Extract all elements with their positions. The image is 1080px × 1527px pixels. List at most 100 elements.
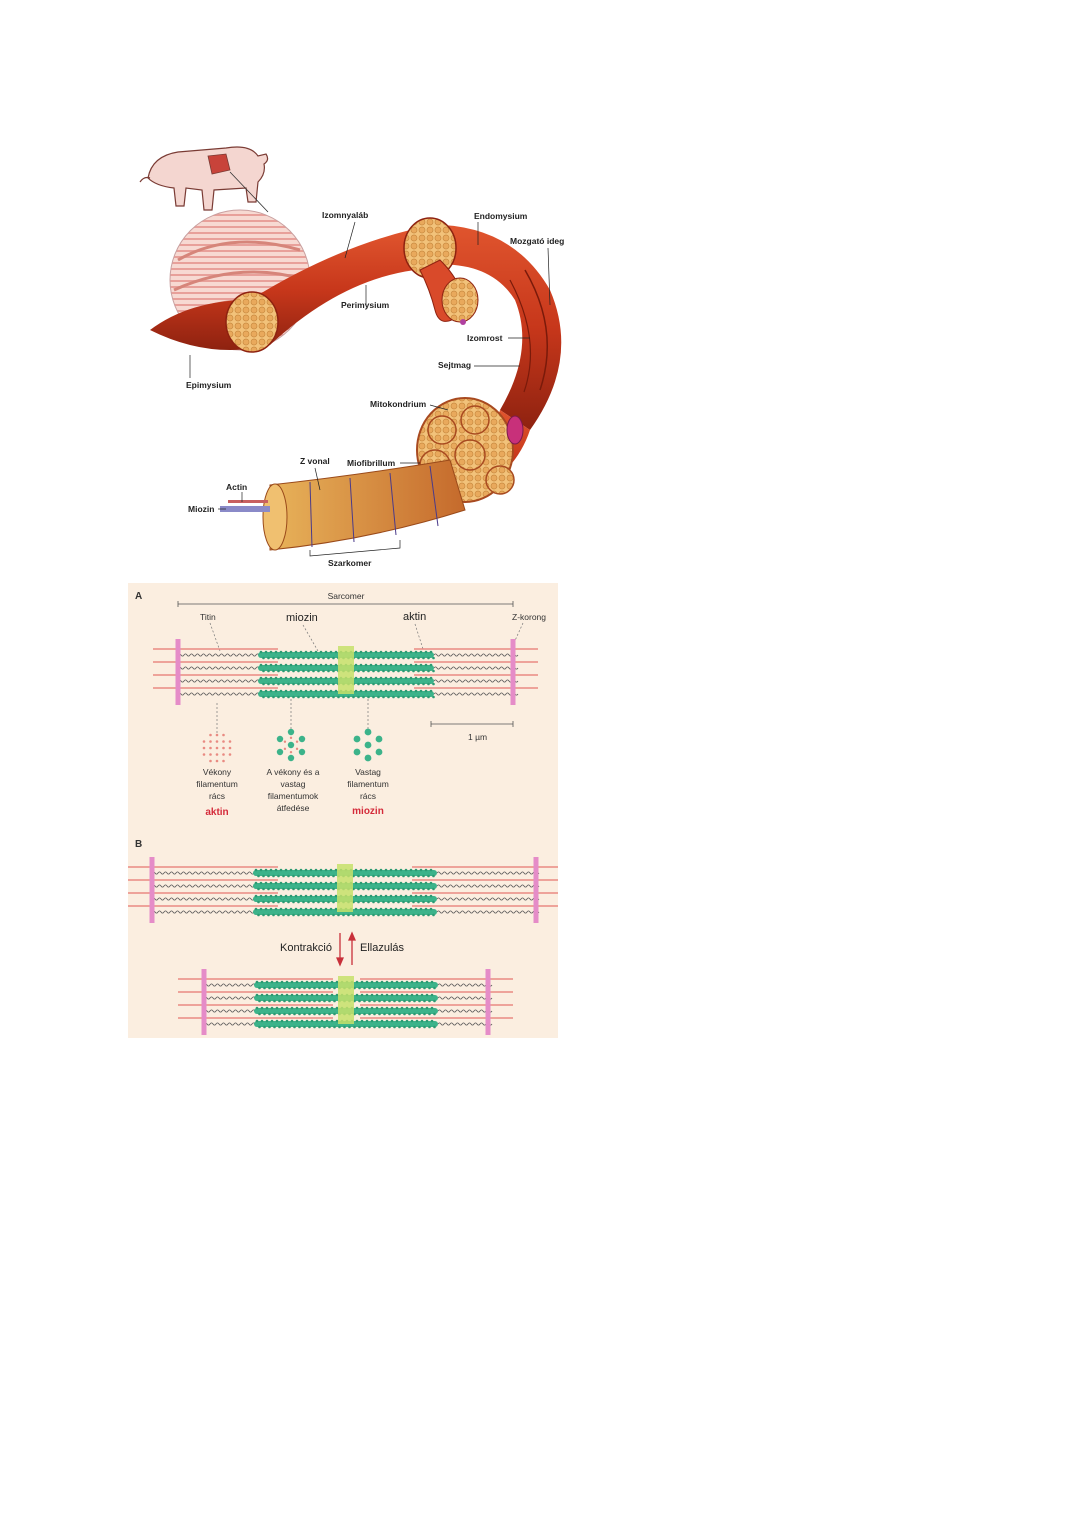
myosin-head [330, 980, 334, 984]
lattice-dot [222, 740, 225, 743]
myosin-head [379, 881, 383, 885]
myosin-head [388, 1012, 391, 1016]
myosin-head [279, 689, 283, 693]
myosin-head [332, 695, 335, 699]
myosin-head [294, 868, 298, 872]
myosin-head [314, 894, 318, 898]
lattice-dot [215, 733, 219, 737]
myosin-head [365, 1019, 369, 1023]
myosin-head [272, 656, 275, 660]
myosin-head [282, 669, 285, 673]
myosin-head [319, 894, 323, 898]
myosin-head [359, 650, 363, 654]
myosin-head [385, 1006, 389, 1010]
myosin-head [304, 907, 308, 911]
z-disc [510, 639, 516, 705]
myosin-head [254, 868, 258, 872]
myosin-head [410, 993, 414, 997]
myosin-head [382, 669, 385, 673]
myosin-head [384, 894, 388, 898]
myosin-head [294, 907, 298, 911]
myosin-head [328, 986, 331, 990]
myosin-head [293, 986, 296, 990]
myosin-head [274, 689, 278, 693]
myosin-head [318, 999, 321, 1003]
myosin-head [415, 1006, 419, 1010]
myosin-head [293, 1025, 296, 1029]
myosin-head [270, 1019, 274, 1023]
myosin-head [377, 695, 380, 699]
titin-filament [177, 679, 263, 683]
myosin-head [393, 1025, 396, 1029]
myosin-head [327, 913, 330, 917]
myosin-head [372, 900, 375, 904]
myosin-head [332, 656, 335, 660]
myosin-head [270, 980, 274, 984]
myosin-head [300, 1019, 304, 1023]
myosin-head [389, 663, 393, 667]
myosin-head [420, 993, 424, 997]
myosin-head [427, 656, 430, 660]
myosin-head [289, 868, 293, 872]
myosin-head [294, 650, 298, 654]
myosin-head [389, 676, 393, 680]
myosin-head [355, 1019, 359, 1023]
myosin-head [320, 1006, 324, 1010]
myosin-head [354, 689, 358, 693]
titin-filament [436, 910, 540, 914]
myosin-head [299, 894, 303, 898]
myosin-head [379, 868, 383, 872]
myosin-head [312, 682, 315, 686]
myosin-head [277, 669, 280, 673]
myosin-head [368, 986, 371, 990]
myosin-head [268, 986, 271, 990]
myosin-head [359, 689, 363, 693]
myosin-head [355, 993, 359, 997]
myosin-head [369, 663, 373, 667]
myosin-head [323, 1025, 326, 1029]
label-ellazulas: Ellazulás [360, 942, 405, 954]
svg-text:rács: rács [360, 791, 376, 801]
myosin-head [359, 894, 363, 898]
myosin-head [392, 695, 395, 699]
myosin-head [417, 900, 420, 904]
myosin-head [378, 986, 381, 990]
myosin-head [305, 980, 309, 984]
myosin-head [264, 907, 268, 911]
myosin-head [399, 868, 403, 872]
myosin-head [383, 999, 386, 1003]
lattice-dot [375, 748, 383, 756]
myosin-head [273, 1025, 276, 1029]
myosin-head [262, 682, 265, 686]
myosin-head [288, 986, 291, 990]
myosin-head [304, 894, 308, 898]
myosin-head [317, 913, 320, 917]
myosin-head [424, 663, 428, 667]
myosin-head [428, 999, 431, 1003]
myosin-head [423, 1012, 426, 1016]
myosin-head [419, 663, 423, 667]
myosin-head [378, 999, 381, 1003]
myosin-head [429, 663, 433, 667]
myosin-head [402, 900, 405, 904]
label-kontrakcio: Kontrakció [280, 942, 332, 954]
myosin-head [387, 669, 390, 673]
myosin-head [283, 1012, 286, 1016]
sarcomere-relaxed-a [153, 639, 538, 705]
myosin-head [267, 874, 270, 878]
myosin-head [329, 650, 333, 654]
myosin-head [397, 695, 400, 699]
myosin-head [255, 980, 259, 984]
m-line [338, 646, 354, 694]
myosin-head [373, 999, 376, 1003]
myosin-head [337, 695, 340, 699]
myosin-head [384, 650, 388, 654]
myosin-head [367, 900, 370, 904]
myosin-head [259, 881, 263, 885]
muscle-structure-diagram: Izomnyaláb Endomysium Mozgató ideg Perim… [139, 146, 564, 568]
myosin-head [389, 907, 393, 911]
myosin-head [324, 689, 328, 693]
myosin-head [289, 663, 293, 667]
myosin-head [273, 986, 276, 990]
